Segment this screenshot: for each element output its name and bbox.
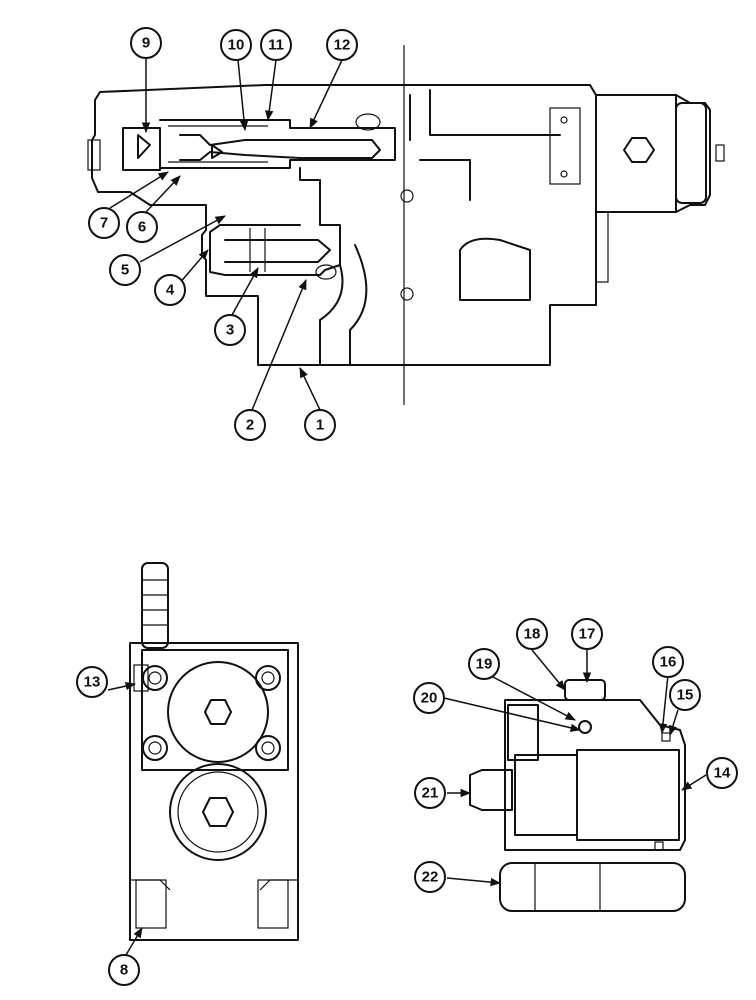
callout-3: 3 — [214, 314, 246, 346]
callout-3-label: 3 — [226, 322, 234, 339]
sectional-view — [87, 45, 725, 405]
callout-11: 11 — [260, 29, 292, 61]
callout-16: 16 — [652, 646, 684, 678]
callout-5: 5 — [109, 254, 141, 286]
callout-22: 22 — [414, 861, 446, 893]
callout-21-label: 21 — [422, 785, 439, 802]
callout-19-label: 19 — [476, 656, 493, 673]
callout-14: 14 — [706, 757, 738, 789]
callout-7: 7 — [88, 207, 120, 239]
side-view — [469, 679, 686, 912]
end-view — [129, 562, 299, 941]
callout-18-label: 18 — [524, 626, 541, 643]
callout-13-label: 13 — [84, 674, 101, 691]
callout-11-label: 11 — [268, 37, 284, 54]
callout-2: 2 — [234, 409, 266, 441]
callout-14-label: 14 — [714, 765, 731, 782]
callout-10: 10 — [220, 29, 252, 61]
callout-15-label: 15 — [677, 687, 694, 704]
leader-lines — [107, 58, 707, 956]
callout-6-label: 6 — [138, 219, 146, 236]
callout-12-label: 12 — [334, 37, 351, 54]
callout-16-label: 16 — [660, 654, 677, 671]
callout-10-label: 10 — [228, 37, 245, 54]
callout-1-label: 1 — [316, 417, 324, 434]
callout-6: 6 — [126, 211, 158, 243]
callout-21: 21 — [414, 777, 446, 809]
callout-5-label: 5 — [121, 262, 129, 279]
callout-1: 1 — [304, 409, 336, 441]
callout-9: 9 — [130, 27, 162, 59]
callout-20: 20 — [413, 682, 445, 714]
callout-15: 15 — [669, 679, 701, 711]
callout-4-label: 4 — [166, 282, 175, 299]
callout-17-label: 17 — [579, 626, 596, 643]
callout-4: 4 — [154, 274, 186, 306]
callout-19: 19 — [468, 648, 500, 680]
callout-20-label: 20 — [421, 690, 438, 707]
callout-12: 12 — [326, 29, 358, 61]
callout-22-label: 22 — [422, 869, 439, 886]
callout-8-label: 8 — [120, 962, 128, 979]
callout-17: 17 — [571, 618, 603, 650]
callout-18: 18 — [516, 618, 548, 650]
callout-8: 8 — [108, 954, 140, 986]
callout-7-label: 7 — [100, 215, 108, 232]
callout-9-label: 9 — [142, 35, 150, 52]
callout-2-label: 2 — [246, 417, 254, 434]
callout-13: 13 — [76, 666, 108, 698]
